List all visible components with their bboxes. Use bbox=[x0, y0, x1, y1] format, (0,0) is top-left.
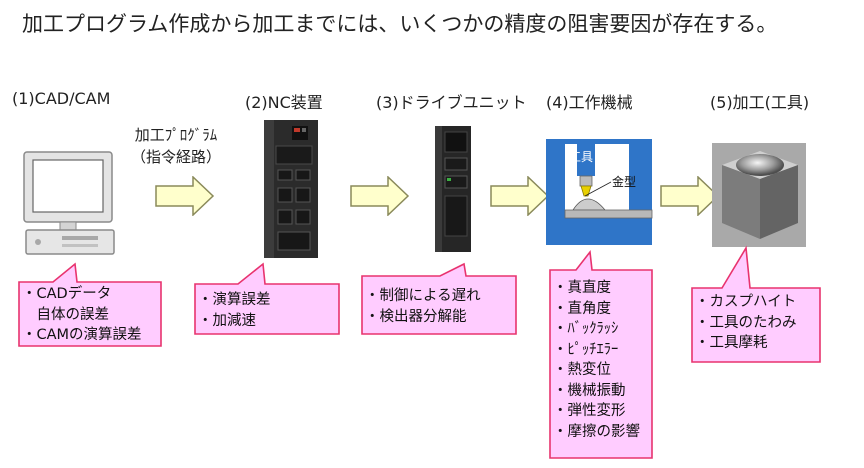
callout-line: ・ﾊﾞｯｸﾗｯｼ bbox=[553, 321, 619, 337]
callout-line: ・CADデータ bbox=[22, 286, 112, 302]
flow-arrow-4 bbox=[660, 176, 720, 216]
machine-tool-label: 工具 bbox=[569, 150, 594, 164]
callout-line: ・カスプハイト bbox=[695, 294, 797, 310]
callout-nc-unit-text: ・演算誤差 ・加減速 bbox=[198, 290, 271, 331]
callout-line: ・機械振動 bbox=[553, 382, 626, 399]
machine-tool-diagram bbox=[546, 139, 653, 245]
stage-label-machine-tool: (4)工作機械 bbox=[546, 93, 633, 112]
page-title: 加工プログラム作成から加工までには、いくつかの精度の阻害要因が存在する。 bbox=[22, 12, 778, 36]
stage-label-machining-tool: (5)加工(工具) bbox=[710, 93, 810, 112]
callout-line: ・ﾋﾟｯﾁｴﾗｰ bbox=[553, 341, 619, 358]
callout-machine-tool-text: ・真直度 ・直角度 ・ﾊﾞｯｸﾗｯｼ ・ﾋﾟｯﾁｴﾗｰ ・熱変位 ・機械振動 ・… bbox=[553, 278, 640, 442]
callout-machining-tool-text: ・カスプハイト ・工具のたわみ ・工具摩耗 bbox=[695, 292, 797, 354]
callout-cad-cam-text: ・CADデータ 自体の誤差 ・CAMの演算誤差 bbox=[22, 284, 142, 346]
callout-line: ・工具のたわみ bbox=[695, 314, 797, 331]
machine-mold-label: 金型 bbox=[612, 175, 637, 189]
callout-machining-tool bbox=[691, 245, 821, 363]
callout-line: ・熱変位 bbox=[553, 362, 611, 378]
computer-icon bbox=[23, 151, 115, 255]
stage-label-drive-unit: (3)ドライブユニット bbox=[376, 93, 527, 112]
nc-unit-image bbox=[264, 120, 318, 258]
stage-label-nc-unit: (2)NC装置 bbox=[245, 93, 323, 112]
callout-line: ・検出器分解能 bbox=[365, 308, 467, 325]
flow-arrow-3 bbox=[490, 176, 550, 216]
flow-arrow-1 bbox=[155, 176, 215, 216]
callout-line: ・直角度 bbox=[553, 300, 611, 317]
callout-line: 自体の誤差 bbox=[22, 306, 109, 323]
callout-line: ・真直度 bbox=[553, 280, 611, 296]
callout-line: ・摩擦の影響 bbox=[553, 423, 640, 440]
callout-line: ・加減速 bbox=[198, 312, 256, 329]
flow-arrow-2 bbox=[350, 176, 410, 216]
callout-line: ・弾性変形 bbox=[553, 403, 626, 419]
machined-workpiece-image bbox=[712, 143, 806, 247]
callout-nc-unit bbox=[194, 262, 340, 335]
callout-line: ・制御による遅れ bbox=[365, 288, 481, 304]
flow-caption: 加工ﾌﾟﾛｸﾞﾗﾑ （指令経路） bbox=[117, 124, 235, 168]
stage-label-cad-cam: (1)CAD/CAM bbox=[12, 89, 111, 108]
flow-caption-line-2: （指令経路） bbox=[130, 148, 221, 166]
callout-line: ・工具摩耗 bbox=[695, 335, 768, 351]
callout-line: ・CAMの演算誤差 bbox=[22, 327, 142, 343]
callout-machine-tool bbox=[549, 249, 653, 459]
callout-drive-unit bbox=[361, 262, 517, 335]
callout-drive-unit-text: ・制御による遅れ ・検出器分解能 bbox=[365, 286, 481, 327]
callout-line: ・演算誤差 bbox=[198, 292, 271, 308]
drive-unit-image bbox=[435, 126, 471, 252]
callout-cad-cam bbox=[18, 262, 162, 347]
flow-caption-line-1: 加工ﾌﾟﾛｸﾞﾗﾑ bbox=[134, 126, 218, 144]
